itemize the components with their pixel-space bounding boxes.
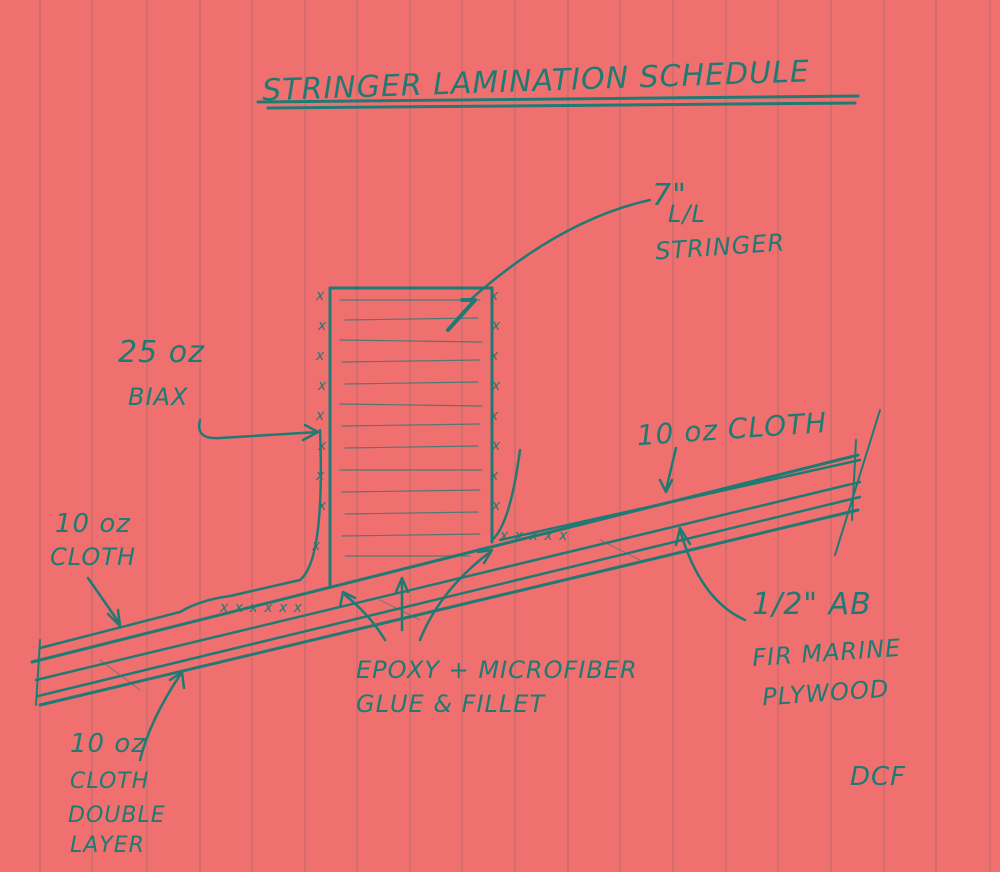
svg-text:x: x — [491, 378, 501, 394]
cloth-double-weight-label: 10 oz — [70, 729, 146, 759]
title-underline — [256, 94, 860, 110]
svg-text:x: x — [315, 408, 325, 424]
svg-text:x: x — [317, 498, 327, 514]
biax-marks: xxx xxx xxx xxx xxx xx x x x x x x x x x… — [219, 288, 568, 616]
svg-text:x: x — [489, 348, 499, 364]
stringer-size-label: 7" — [652, 178, 687, 213]
double-label: DOUBLE — [68, 803, 166, 828]
cloth-left-weight-label: 10 oz — [55, 509, 131, 539]
notebook-rules — [39, 0, 991, 872]
top-cloth-layer — [38, 428, 862, 650]
svg-text:x: x — [311, 538, 321, 554]
svg-text:x: x — [491, 438, 501, 454]
svg-text:x x x x x: x x x x x — [499, 528, 568, 544]
svg-text:x: x — [489, 468, 499, 484]
biax-label: BIAX — [128, 383, 188, 411]
author-initials: DCF — [850, 762, 906, 792]
plywood-grade-label: FIR MARINE — [751, 634, 902, 672]
plywood-panel — [30, 409, 881, 707]
layer-label: LAYER — [70, 833, 145, 858]
svg-text:x: x — [489, 408, 499, 424]
svg-text:x: x — [315, 288, 325, 304]
svg-text:x x x x x x: x x x x x x — [219, 600, 303, 616]
biax-weight-label: 25 oz — [118, 335, 205, 370]
stringer-type-label: L/L — [668, 200, 706, 228]
glue-fillet-label: GLUE & FILLET — [356, 690, 546, 718]
svg-text:x: x — [491, 498, 501, 514]
svg-text:x: x — [317, 318, 327, 334]
svg-text:x: x — [315, 468, 325, 484]
cloth-left-label: CLOTH — [50, 543, 136, 571]
stringer-label: STRINGER — [654, 228, 786, 265]
leader-arrows — [86, 198, 747, 762]
stringer-block — [328, 286, 494, 587]
plywood-label: PLYWOOD — [761, 675, 890, 712]
epoxy-label: EPOXY + MICROFIBER — [356, 656, 638, 684]
cloth-top-right-label: 10 oz CLOTH — [636, 406, 829, 452]
svg-text:x: x — [315, 348, 325, 364]
svg-text:x: x — [489, 288, 499, 304]
svg-text:x: x — [491, 318, 501, 334]
cloth-double-label: CLOTH — [70, 769, 149, 794]
svg-text:x: x — [317, 378, 327, 394]
plywood-size-label: 1/2" AB — [752, 587, 872, 622]
svg-text:x: x — [317, 438, 327, 454]
